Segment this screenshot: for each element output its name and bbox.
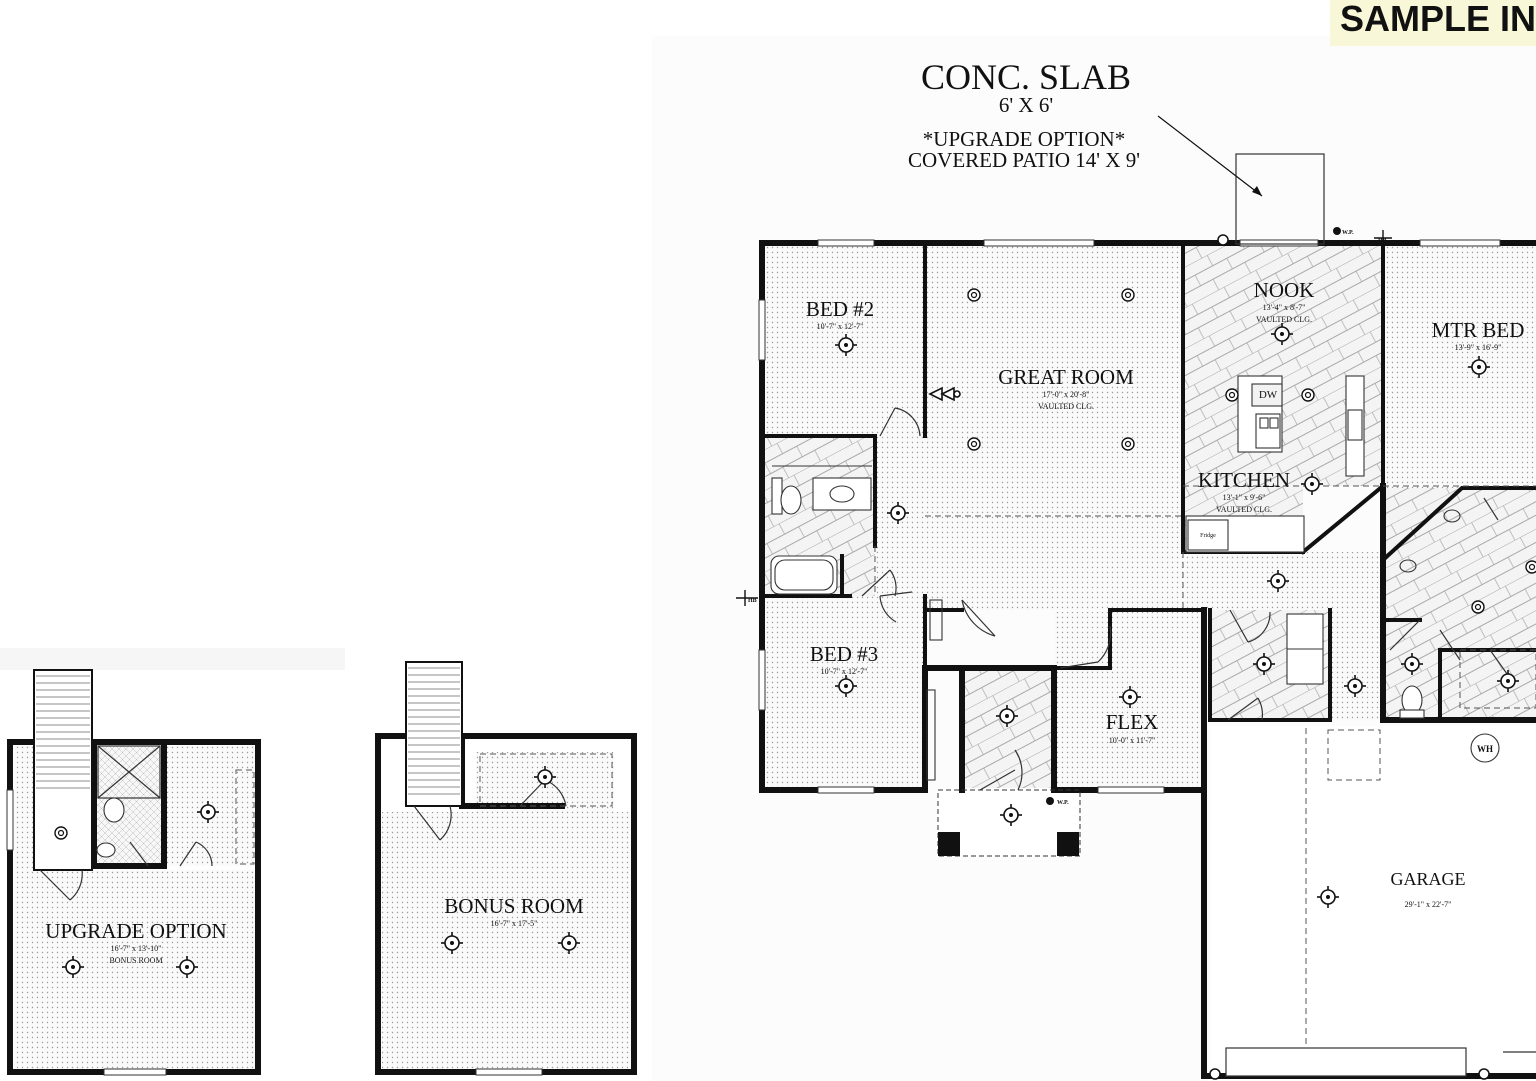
room-bed2: BED #2 10'-7" x 12'-7" [806,297,874,331]
room-name: GREAT ROOM [998,365,1134,389]
hb-label-left: HB [748,598,757,604]
sample-watermark-banner: SAMPLE IN [1330,0,1536,46]
room-nook: NOOK 13'-4" x 8'-7" VAULTED CLG. [1254,278,1315,324]
doors [861,407,1511,791]
room-dim: 10'-7" x 12'-7" [817,322,864,331]
room-dim: 17'-0" x 20'-8" [1043,390,1090,399]
hb-label-rear: HB [1378,238,1387,244]
room-kitchen: KITCHEN 13'-1" x 9'-6" VAULTED CLG. [1198,468,1290,514]
sample-banner-text: SAMPLE IN [1340,0,1536,39]
stair-treads [36,667,460,795]
room-name: FLEX [1106,710,1159,734]
water-heater-label: WH [1477,744,1493,754]
room-dim: 10'-0" x 11'-7" [1109,736,1155,745]
room-note: VAULTED CLG. [1256,315,1312,324]
room-name: KITCHEN [1198,468,1290,492]
slab-title: CONC. SLAB [921,57,1131,97]
upgrade-patio-line2: COVERED PATIO 14' X 9' [908,148,1140,172]
room-name: MTR BED [1432,318,1525,342]
room-dim: 16'-7" x 13'-10" [111,944,162,953]
conc-slab-outline [1235,153,1325,245]
room-dim: 29'-1" x 22'-7" [1405,900,1452,909]
main-fixtures [770,375,1500,781]
room-note: VAULTED CLG. [1216,505,1272,514]
wp-label-rear: W.P. [1342,230,1354,236]
room-name: BED #3 [810,642,878,666]
windows [758,239,1501,794]
room-note: VAULTED CLG. [1038,402,1094,411]
fireplace-icon [928,386,961,402]
upgrade-option-walls [7,739,261,1075]
slab-size: 6' X 6' [999,93,1053,117]
room-name: NOOK [1254,278,1315,302]
main-interior-walls [763,244,1536,722]
room-bonus-room: BONUS ROOM 16'-7" x 17'-5" [444,894,584,928]
wp-label-front: W.P. [1057,800,1069,806]
room-upgrade-option: UPGRADE OPTION 16'-7" x 13'-10" BONUS RO… [45,919,226,965]
room-note: BONUS ROOM [109,956,162,965]
fridge-label: Fridge [1200,533,1216,539]
room-great-room: GREAT ROOM 17'-0" x 20'-8" VAULTED CLG. [998,365,1134,411]
room-name: GARAGE [1391,869,1466,889]
room-garage: GARAGE 29'-1" x 22'-7" [1391,869,1466,909]
patio-callout: CONC. SLAB 6' X 6' *UPGRADE OPTION* COVE… [908,57,1140,172]
room-bed3: BED #3 10'-7" x 12'-7" [810,642,878,676]
room-mtr-bed: MTR BED 13'-9" x 16'-9" [1432,318,1525,352]
room-dim: 13'-1" x 9'-6" [1223,493,1266,502]
room-dim: 16'-7" x 17'-5" [491,919,538,928]
upgrade-patio-line1: *UPGRADE OPTION* [923,127,1125,151]
room-name: UPGRADE OPTION [45,919,226,943]
room-dim: 10'-7" x 12'-7" [821,667,868,676]
room-name: BED #2 [806,297,874,321]
room-flex: FLEX 10'-0" x 11'-7" [1106,710,1159,745]
room-dim: 13'-9" x 16'-9" [1455,343,1502,352]
dishwasher-label: DW [1259,389,1278,401]
room-name: BONUS ROOM [444,894,584,918]
room-dim: 13'-4" x 8'-7" [1263,303,1306,312]
upgrade-option-stairs [33,669,93,871]
